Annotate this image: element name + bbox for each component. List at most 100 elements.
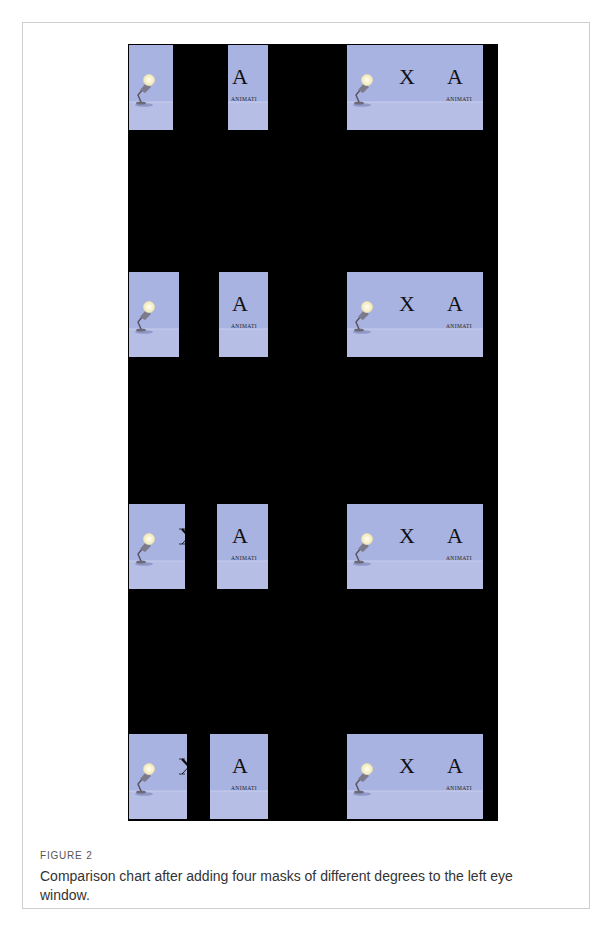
image-crop: [129, 504, 185, 589]
image-wordmark: ANIMATI: [231, 556, 257, 562]
image-wordmark: ANIMATI: [446, 786, 472, 792]
letter-stroke: [182, 759, 187, 774]
scene: [347, 272, 483, 357]
image-crop: [347, 504, 483, 589]
scene: [210, 734, 268, 819]
backdrop: [129, 734, 187, 819]
backdrop: [210, 734, 268, 819]
lamp-glow: [144, 764, 155, 775]
backdrop: [347, 734, 483, 819]
image-letter: X: [399, 293, 415, 315]
cropped-letter: [179, 759, 187, 774]
lamp-bulb: [147, 78, 152, 83]
backdrop: [129, 272, 179, 357]
image-letter: A: [447, 293, 463, 315]
scene: [347, 504, 483, 589]
scene: [347, 734, 483, 819]
backdrop: [217, 504, 268, 589]
image-wordmark: ANIMATI: [446, 324, 472, 330]
image-wordmark: ANIMATI: [446, 97, 472, 103]
backdrop: [347, 272, 483, 357]
scene: [217, 504, 268, 589]
image-letter: A: [232, 66, 248, 88]
scene: [347, 45, 483, 130]
image-panels: [129, 45, 483, 819]
image-letter: A: [232, 755, 248, 777]
image-crop: [219, 272, 268, 357]
lamp-glow: [144, 302, 155, 313]
figure-frame: [23, 23, 590, 909]
scene: [219, 272, 268, 357]
horizon: [129, 102, 173, 103]
image-letter: X: [399, 525, 415, 547]
image-wordmark: ANIMATI: [231, 324, 257, 330]
image-letter: X: [399, 66, 415, 88]
letter-serif: [179, 544, 185, 545]
backdrop: [129, 504, 185, 589]
backdrop: [347, 504, 483, 589]
lamp-bulb: [365, 767, 370, 772]
floor: [129, 791, 187, 819]
lamp-bulb: [365, 78, 370, 83]
image-crop: [129, 734, 187, 819]
black-panel: [128, 44, 498, 821]
floor: [347, 329, 483, 357]
image-crop: [228, 45, 268, 130]
lamp-glow: [144, 534, 155, 545]
image-letter: A: [447, 755, 463, 777]
lamp-bulb: [147, 305, 152, 310]
floor: [129, 102, 173, 130]
image-letter: A: [232, 293, 248, 315]
scene: [129, 504, 185, 589]
backdrop: [228, 45, 268, 130]
backdrop: [347, 45, 483, 130]
letter-stroke: [182, 529, 185, 544]
image-crop: [347, 272, 483, 357]
letter-serif: [179, 759, 185, 760]
floor: [210, 791, 268, 819]
floor: [217, 561, 268, 589]
scene: [129, 734, 187, 819]
lamp-bulb: [365, 537, 370, 542]
image-crop: [217, 504, 268, 589]
floor: [228, 102, 268, 130]
lamp-glow: [362, 534, 373, 545]
scene: [129, 45, 173, 130]
image-letter: A: [447, 66, 463, 88]
image-wordmark: ANIMATI: [231, 786, 257, 792]
floor: [347, 102, 483, 130]
image-crop: [129, 45, 173, 130]
image-wordmark: ANIMATI: [231, 97, 257, 103]
lamp-glow: [362, 75, 373, 86]
floor: [219, 329, 268, 357]
image-crop: [347, 45, 483, 130]
backdrop: [219, 272, 268, 357]
image-letter: A: [232, 525, 248, 547]
letter-stroke: [182, 759, 187, 774]
lamp-glow: [362, 302, 373, 313]
lamp-glow: [144, 75, 155, 86]
floor: [129, 561, 185, 589]
image-wordmark: ANIMATI: [446, 556, 472, 562]
cropped-letter: [179, 529, 185, 544]
image-crop: [129, 272, 179, 357]
lamp-bulb: [147, 537, 152, 542]
image-letter: X: [399, 755, 415, 777]
image-crop: [347, 734, 483, 819]
floor: [129, 329, 179, 357]
backdrop: [129, 45, 173, 130]
letter-stroke: [182, 529, 185, 544]
figure-number: FIGURE 2: [40, 851, 93, 861]
lamp-glow: [362, 764, 373, 775]
figure-caption: Comparison chart after adding four masks…: [40, 867, 550, 905]
letter-serif: [179, 774, 185, 775]
floor: [347, 791, 483, 819]
image-crop: [210, 734, 268, 819]
lamp-bulb: [147, 767, 152, 772]
image-letter: A: [447, 525, 463, 547]
scene: [129, 272, 179, 357]
scene: [228, 45, 268, 130]
letter-serif: [179, 529, 185, 530]
floor: [347, 561, 483, 589]
